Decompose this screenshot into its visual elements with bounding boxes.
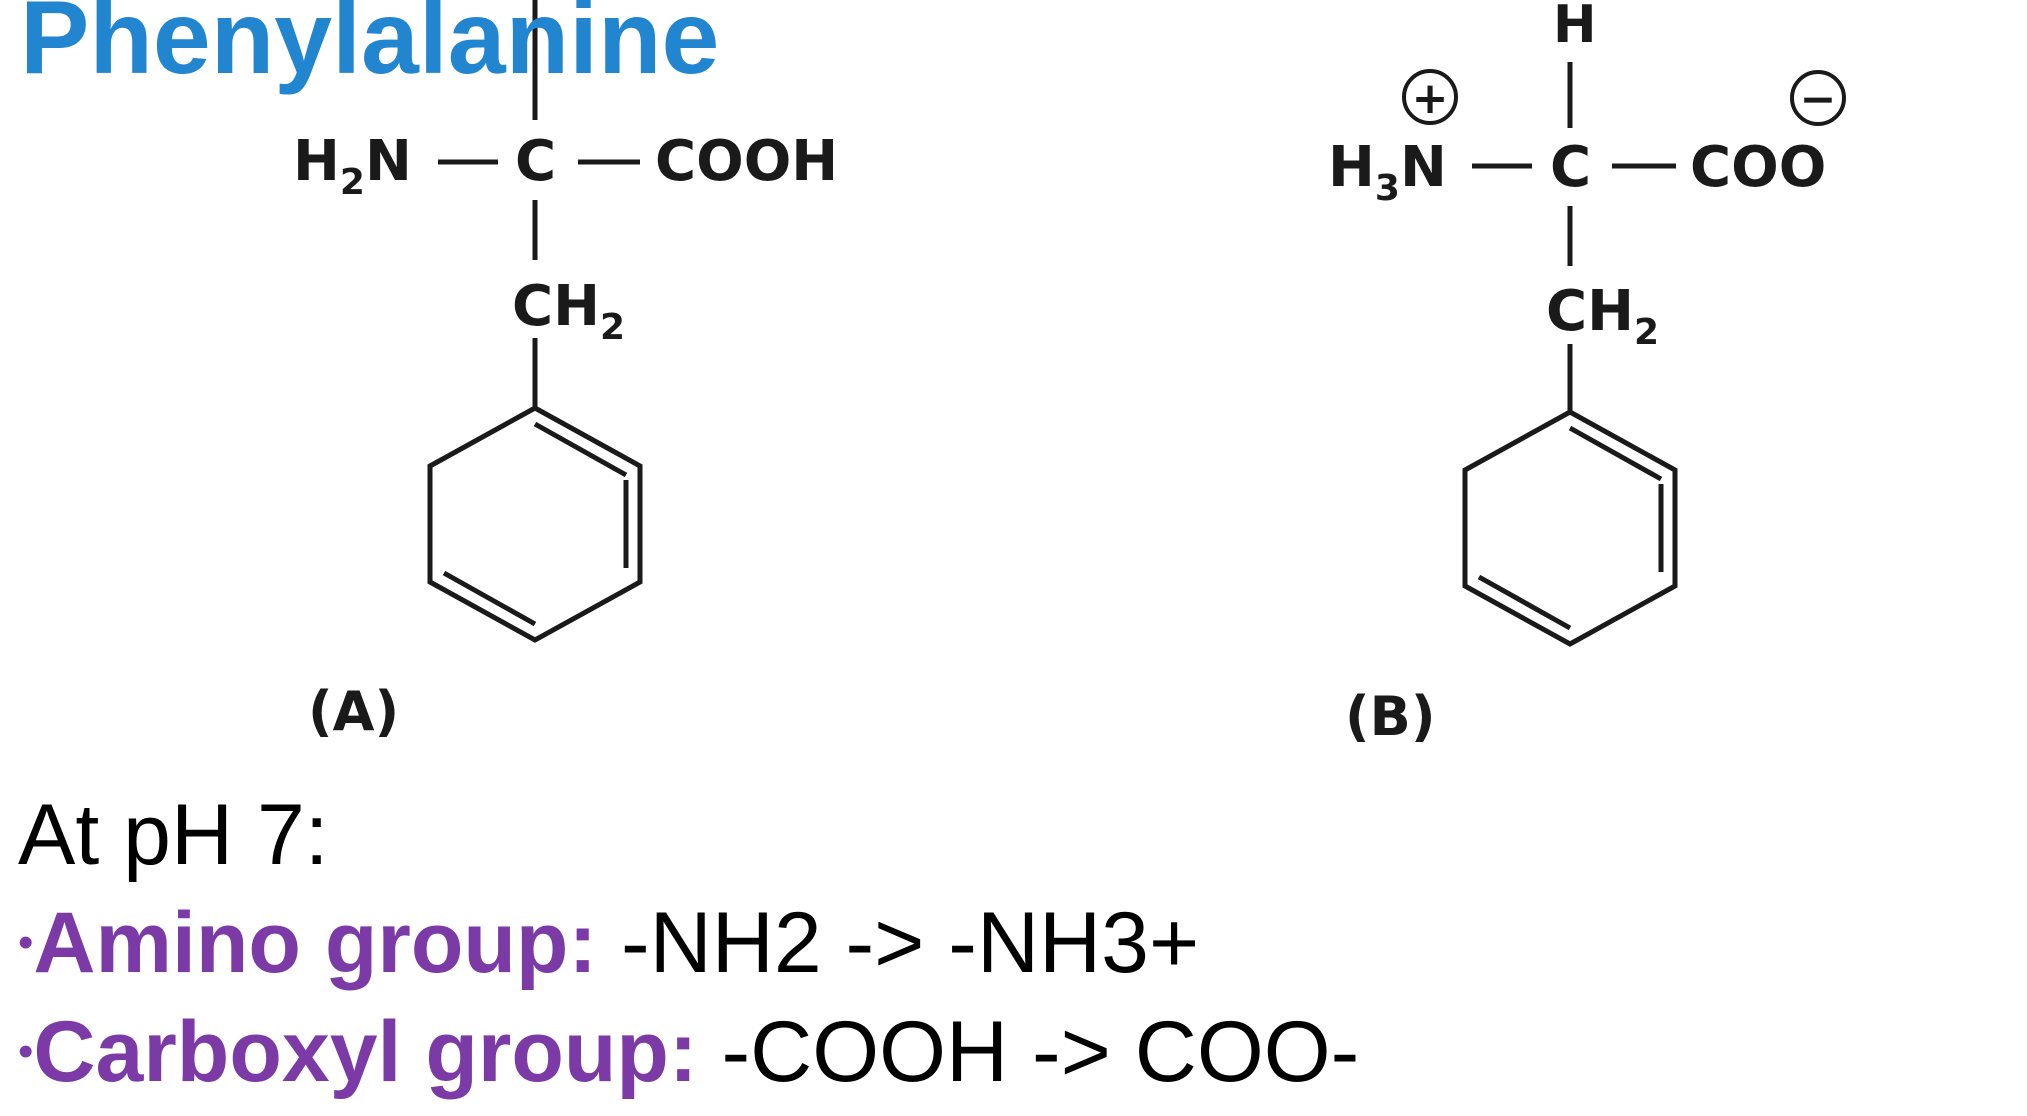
benzene-ring-a [427, 405, 643, 643]
caption-b: (B) [1345, 685, 1436, 748]
carboxylate-group-b: COO [1690, 135, 1826, 200]
bullet-carboxyl-group: •Carboxyl group: -COOH -> COO- [18, 1002, 1359, 1108]
bullet-dot-icon: • [18, 918, 34, 968]
caption-a: (A) [308, 680, 399, 743]
positive-charge-icon [1402, 69, 1458, 125]
structure-b: H + H3N C COO − CH2 (B) [1328, 0, 1846, 748]
amino-group-a: H2N [293, 129, 412, 203]
amino-group-b: H3N [1328, 135, 1447, 209]
negative-charge-sign: − [1800, 74, 1837, 125]
slide-title: Phenylalanine [20, 0, 720, 96]
ring-double-bond-b1 [1568, 425, 1663, 482]
carboxyl-group-a: COOH [655, 129, 838, 194]
methylene-b: CH2 [1546, 279, 1659, 353]
structure-a: H2N C COOH CH2 (A) [293, 0, 838, 743]
ph-heading: At pH 7: [18, 787, 329, 883]
ring-double-bond-a3 [442, 570, 537, 627]
negative-charge-icon [1790, 70, 1846, 126]
methylene-a: CH2 [512, 274, 625, 348]
ring-double-bond-b3 [1477, 574, 1572, 631]
bullet-amino-group: •Amino group: -NH2 -> -NH3+ [18, 893, 1199, 999]
hydrogen-b: H [1553, 0, 1597, 55]
carboxyl-group-keyword: Carboxyl group: [33, 1004, 698, 1100]
amino-group-change: -NH2 -> -NH3+ [597, 895, 1200, 991]
alpha-carbon-b: C [1550, 135, 1591, 200]
ring-double-bond-a1 [533, 421, 628, 478]
alpha-carbon-a: C [515, 129, 556, 194]
amino-group-keyword: Amino group: [33, 895, 598, 991]
bullet-dot-icon: • [18, 1027, 34, 1077]
carboxyl-group-change: -COOH -> COO- [697, 1004, 1360, 1100]
positive-charge-sign: + [1412, 73, 1449, 124]
benzene-ring-b [1462, 409, 1678, 647]
